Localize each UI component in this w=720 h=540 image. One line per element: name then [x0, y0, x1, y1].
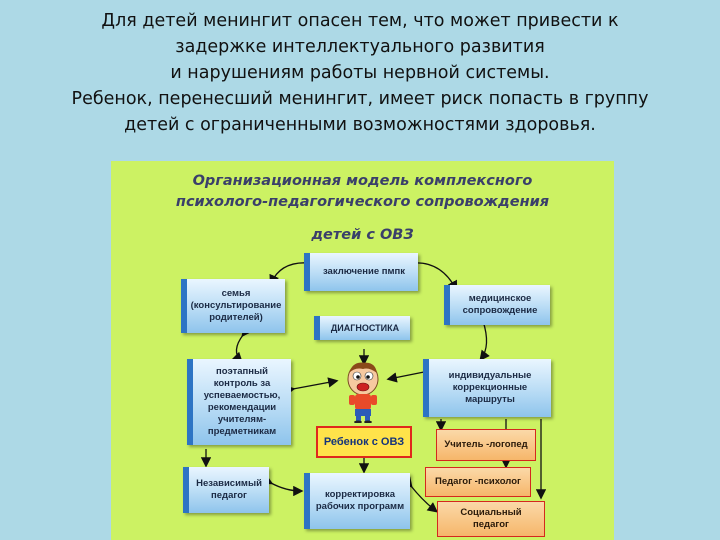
child-cartoon-icon	[347, 362, 379, 423]
intro-line-1: Для детей менингит опасен тем, что может…	[101, 11, 619, 31]
arrow-programs-social	[402, 476, 439, 513]
diagram-title-line-3: детей с ОВЗ	[311, 227, 414, 243]
medical-box: медицинское сопровождение	[444, 285, 550, 325]
diagnostics-box: ДИАГНОСТИКА	[314, 316, 410, 340]
pmpk-box: заключение пмпк	[304, 253, 418, 291]
arrow-family-control	[231, 325, 252, 363]
independent-teacher-box: Независимый педагог	[183, 467, 269, 513]
family-box: семья (консультирование родителей)	[181, 279, 285, 333]
programs-box: корректировка рабочих программ	[304, 473, 410, 529]
intro-line-4: Ребенок, перенесший менингит, имеет риск…	[71, 89, 649, 109]
intro-line-2: задержке интеллектуального развития	[175, 37, 545, 57]
intro-text: Для детей менингит опасен тем, что может…	[0, 8, 720, 138]
diagram-title-line-1: Организационная модель комплексного	[192, 173, 533, 189]
diagram-title-line-2: психолого-педагогического сопровождения	[175, 194, 550, 210]
social-pedagogue-box: Социальный педагог	[437, 501, 545, 537]
arrow-medical-routes	[475, 311, 490, 362]
arrow-routes-center	[386, 364, 438, 383]
intro-line-5: детей с ограниченными возможностями здор…	[124, 115, 596, 135]
diagram-panel: Организационная модель комплексного псих…	[111, 161, 614, 540]
center-child-box: Ребенок с ОВЗ	[316, 426, 412, 458]
arrow-independent-programs	[261, 474, 304, 497]
arrow-control-center	[284, 377, 339, 396]
speech-therapist-box: Учитель -логопед	[436, 429, 536, 461]
routes-box: индивидуальные коррекционные маршруты	[423, 359, 551, 417]
intro-line-3: и нарушениям работы нервной системы.	[170, 63, 550, 83]
psychologist-box: Педагог -психолог	[425, 467, 531, 497]
control-box: поэтапный контроль за успеваемостью, рек…	[187, 359, 291, 445]
